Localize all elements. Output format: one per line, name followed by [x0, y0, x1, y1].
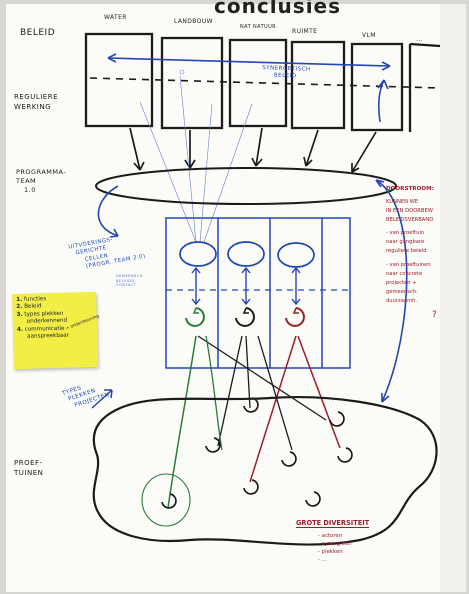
uitvoering-cells-grid: [165, 217, 351, 369]
types-arrow: [91, 389, 113, 409]
doorstroom-line: - van proeftuinen: [386, 262, 431, 268]
doorstroom-title: DOORSTROOM:: [386, 186, 434, 192]
doorstroom-line: IN EEN DOORBEW.: [386, 208, 434, 214]
red-line-1: [249, 335, 297, 483]
label-reguliere-werking: REGULIERE WERKING: [14, 93, 59, 111]
team-to-cells-arrow: [97, 185, 119, 237]
doorstroom-line: - van proeftuin: [386, 230, 425, 236]
diversity-item: - plekken: [318, 549, 343, 555]
doorstroom-line: naar gangbare: [386, 239, 425, 245]
green-line-1: [167, 335, 197, 509]
uitvoering-note: GEMEENSCH. BELEIDS- CONTACT: [116, 274, 145, 287]
column-header-more: ...: [416, 36, 423, 43]
policy-to-team-arrows: [129, 127, 377, 173]
red-line-2: [297, 335, 341, 449]
column-header-water: WATER: [104, 14, 127, 21]
label-programmateam: PROGRAMMA- TEAM 1.0: [16, 168, 67, 194]
doorstroom-line: reguliere beleid: [386, 248, 427, 254]
diagonal-lines: [197, 335, 327, 451]
sticky-note: 1. functies 2. Beleid 3. types plekken o…: [12, 291, 100, 370]
proeftuin-cycles: [161, 397, 353, 509]
label-beleid: BELEID: [20, 28, 56, 38]
doorstroom-line: gemeensch.: [386, 289, 418, 295]
doorstroom-question-mark: ?: [432, 310, 437, 320]
doorstroom-line: KUNNEN WE: [386, 199, 419, 205]
doorstroom-line: naar concrete: [386, 271, 423, 277]
proeftuinen-blob: [92, 396, 438, 546]
cell-ovals: [179, 241, 315, 268]
green-line-2: [205, 335, 223, 451]
column-header-vlm: VLM: [362, 32, 376, 39]
doorstroom-line: projecten +: [386, 280, 417, 286]
label-proeftuinen: PROEF- TUINEN: [14, 459, 44, 477]
doorstroom-line: BELEIDSVERBAND: [386, 217, 434, 223]
cell-vertical-arrows: [191, 266, 301, 306]
cycle-icon-green: [185, 307, 205, 327]
cycle-icon-black: [235, 307, 255, 327]
cycle-icon-red: [285, 307, 305, 327]
paper-right-edge: [440, 4, 466, 592]
synergy-arrow: [107, 53, 391, 123]
column-header-landbouw: LANDBOUW: [174, 18, 213, 25]
programmateam-ellipse: [95, 167, 397, 205]
diversity-item: - ...: [318, 557, 327, 563]
green-subgroup: [141, 473, 191, 527]
synergy-label: SYNERGETISCH BELEID: [262, 65, 311, 80]
policy-box-water: [84, 32, 154, 128]
policy-box-extra: [408, 42, 441, 132]
diversity-item: - actoren: [318, 533, 343, 539]
banner-text: conclusies: [214, 0, 342, 18]
policy-box-landbouw: [160, 36, 224, 130]
diversity-item: - synergieën: [318, 541, 352, 547]
policy-boxes: [84, 32, 441, 132]
column-header-ruimte: RUIMTE: [292, 28, 318, 35]
sticky-item: aanspreekbaar: [27, 332, 70, 340]
column-header-natuur: NAT NATUUR: [240, 24, 277, 30]
team-to-proeftuinen-arrow: [375, 179, 408, 403]
policy-box-ruimte: [290, 40, 346, 130]
diversity-title: GROTE DIVERSITEIT: [296, 519, 370, 529]
doorstroom-line: duurzaamh.: [386, 298, 418, 304]
